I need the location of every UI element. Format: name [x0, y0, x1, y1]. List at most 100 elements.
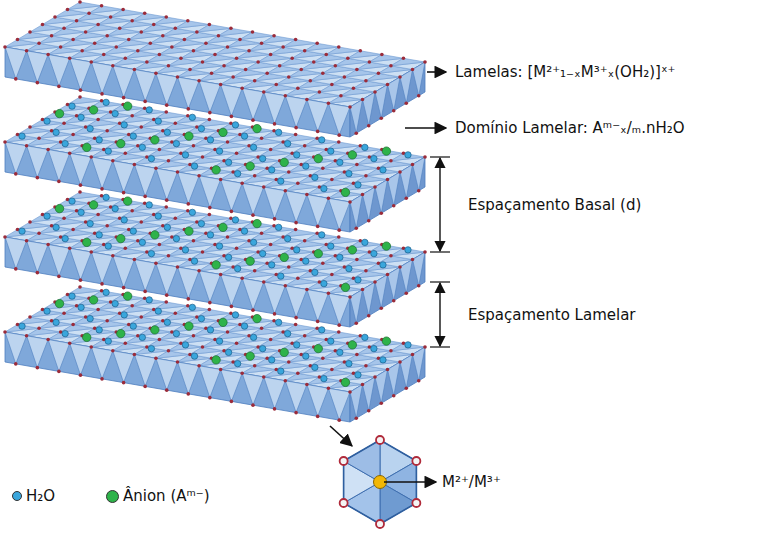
oxygen-dot [235, 246, 239, 250]
oxygen-dot [392, 204, 396, 208]
octahedron-face [285, 381, 307, 413]
oxygen-dot [251, 308, 255, 312]
octahedron-face [388, 267, 401, 301]
octahedron-face [242, 278, 264, 310]
oxygen-dot [361, 193, 365, 197]
water-molecule [321, 375, 327, 381]
water-molecule [148, 345, 154, 351]
water-molecule [62, 330, 68, 336]
oxygen-dot [278, 64, 282, 68]
oxygen-dot [16, 38, 20, 42]
water-molecule [405, 152, 411, 158]
water-molecule [191, 258, 197, 264]
oxygen-dot [284, 94, 288, 98]
water-molecule [337, 254, 343, 260]
water-molecule [355, 182, 361, 188]
water-molecule [53, 129, 59, 135]
octahedron-face [111, 10, 145, 18]
oxygen-dot [386, 178, 390, 182]
octahedron-face [413, 157, 426, 191]
layer-side [350, 347, 425, 422]
oxygen-dot [154, 71, 158, 75]
anion [212, 261, 220, 269]
water-molecule [232, 217, 238, 223]
oxygen-dot [186, 297, 190, 301]
anion [280, 158, 288, 166]
water-molecule [103, 194, 109, 200]
water-molecule [216, 338, 222, 344]
oxygen-dot [167, 64, 171, 68]
oxygen-dot [28, 125, 32, 129]
water-molecule [241, 228, 247, 234]
water-molecule [19, 133, 25, 139]
anion [246, 162, 254, 170]
water-molecule [182, 152, 188, 158]
octahedron-face [307, 385, 329, 417]
water-molecule [87, 315, 93, 321]
oxygen-dot [240, 86, 244, 90]
oxygen-dot [324, 53, 328, 57]
anion [151, 136, 159, 144]
anion [83, 238, 91, 246]
oxygen-dot [327, 196, 331, 200]
water-molecule [191, 353, 197, 359]
oxygen-dot [235, 151, 239, 155]
octahedron-face [285, 286, 307, 318]
octahedron-face [5, 237, 27, 269]
leader-arrow [330, 426, 352, 446]
anion [348, 151, 356, 159]
oxygen-dot [130, 19, 134, 23]
oxygen-dot [367, 409, 371, 413]
oxygen-dot [36, 271, 40, 275]
dimension-arrow [439, 158, 440, 251]
oxygen-dot [89, 345, 93, 349]
water-molecule [112, 300, 118, 306]
oxygen-dot [179, 56, 183, 60]
octahedron-face [70, 343, 92, 375]
anion [89, 296, 97, 304]
octahedron-face [199, 366, 221, 398]
octahedron-face [283, 40, 317, 48]
oxygen-dot [25, 334, 29, 338]
water-molecule [164, 224, 170, 230]
oxygen-dot [235, 56, 239, 60]
oxygen-dot [176, 265, 180, 269]
oxygen-dot [305, 98, 309, 102]
water-molecule [362, 239, 368, 245]
water-molecule [207, 327, 213, 333]
oxygen-dot [36, 176, 40, 180]
water-molecule [164, 319, 170, 325]
oxygen-dot [364, 174, 368, 178]
oxygen-dot [158, 148, 162, 152]
oxygen-dot [294, 221, 298, 225]
oxygen-dot [269, 243, 273, 247]
oxygen-dot [201, 345, 205, 349]
octahedron-face [380, 482, 416, 524]
oxygen-dot [364, 79, 368, 83]
oxygen-dot [404, 101, 408, 105]
dimension-arrow [439, 283, 440, 346]
oxygen-dot [118, 26, 122, 30]
bracket-tick [430, 251, 450, 252]
water-molecule [275, 224, 281, 230]
octahedron-face [413, 62, 426, 96]
water-molecule [146, 107, 152, 113]
anion [219, 318, 227, 326]
oxygen-dot [316, 130, 320, 134]
oxygen-dot [79, 278, 83, 282]
oxygen-dot [417, 189, 421, 193]
octahedron-face [27, 336, 48, 368]
oxygen-dot [287, 265, 291, 269]
water-molecule [371, 345, 377, 351]
oxygen-dot [327, 291, 331, 295]
oxygen-dot [145, 60, 149, 64]
octahedron-face [350, 290, 363, 324]
leader-arrow [384, 481, 436, 483]
octahedron-face [363, 282, 376, 316]
oxygen-dot [111, 159, 115, 163]
oxygen-dot [379, 116, 383, 120]
anion [117, 139, 125, 147]
oxygen-dot [176, 75, 180, 79]
water-molecule [19, 228, 25, 234]
water-molecule [328, 338, 334, 344]
